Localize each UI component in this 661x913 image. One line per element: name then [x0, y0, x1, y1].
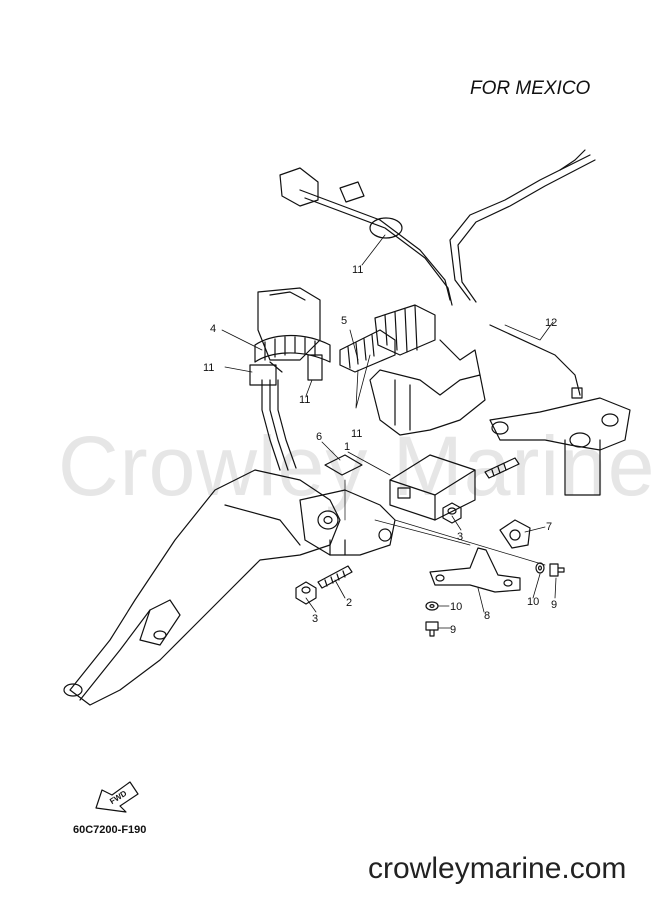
leader-lines — [221, 234, 557, 629]
callout-10-left: 10 — [450, 601, 462, 613]
callout-4: 4 — [210, 323, 216, 335]
steering-bracket — [299, 489, 396, 556]
stud-bolt-upper — [484, 457, 520, 479]
pad-part-6 — [324, 454, 363, 476]
watermark: Crowley Marine — [58, 419, 656, 513]
bracket-part-8 — [429, 547, 521, 593]
callout-11-left: 11 — [203, 362, 214, 374]
grommet-part-4 — [254, 335, 331, 363]
tiller-handle — [63, 469, 341, 706]
callout-labels: 11 5 4 11 11 11 12 6 1 2 3 3 7 8 10 9 10… — [203, 264, 557, 636]
linkage-assembly — [489, 324, 631, 496]
engine-housing — [257, 287, 486, 436]
screw-9-left — [425, 621, 439, 637]
clamp-11-mid — [307, 354, 323, 381]
callout-9-right: 9 — [551, 599, 557, 611]
callout-3-upper: 3 — [457, 531, 463, 543]
callout-7: 7 — [546, 521, 552, 533]
bracket-part-1 — [389, 454, 476, 521]
callout-11-top: 11 — [352, 264, 363, 276]
fwd-arrow-icon: FWD — [95, 781, 139, 813]
washer-10-right — [535, 562, 545, 574]
grommet-part-5 — [339, 304, 436, 373]
callout-5: 5 — [341, 315, 347, 327]
region-title: FOR MEXICO — [470, 78, 591, 99]
diagram-code: 60C7200-F190 — [73, 824, 147, 836]
callout-10-right: 10 — [527, 596, 539, 608]
washer-10-left — [425, 601, 439, 611]
nut-3-lower — [295, 581, 317, 605]
site-url: crowleymarine.com — [368, 852, 627, 885]
screw-9-right — [549, 563, 565, 577]
stud-bolt-2 — [317, 565, 353, 589]
callout-8: 8 — [484, 610, 490, 622]
alignment-lines — [344, 479, 546, 566]
clamp-11-left — [249, 361, 283, 386]
callout-11-mid: 11 — [299, 394, 310, 406]
callout-12: 12 — [545, 317, 557, 329]
callout-2: 2 — [346, 597, 352, 609]
callout-9-left: 9 — [450, 624, 456, 636]
callout-1: 1 — [344, 441, 350, 453]
callout-3-lower: 3 — [312, 613, 318, 625]
nut-3-upper — [442, 502, 462, 524]
callout-11-lower: 11 — [351, 428, 362, 440]
cable-harness — [261, 149, 596, 471]
clip-part-7 — [499, 519, 531, 549]
callout-6: 6 — [316, 431, 322, 443]
